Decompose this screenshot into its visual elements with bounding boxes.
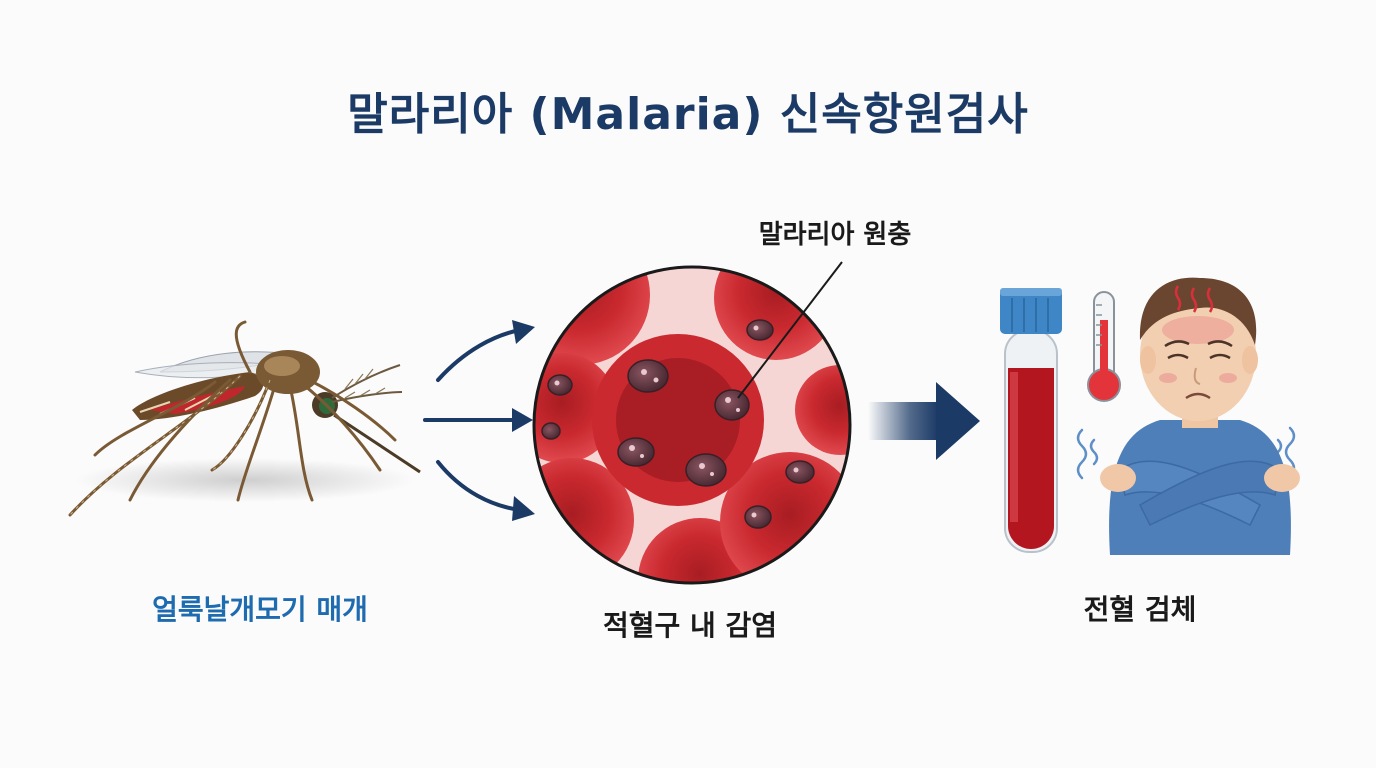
arrow-icon [868, 382, 980, 460]
parasite-label: 말라리아 원충 [758, 220, 912, 250]
thermometer-icon [1087, 291, 1121, 402]
mosquito-label: 얼룩날개모기 매개 [152, 593, 368, 626]
mosquito-icon [68, 320, 421, 517]
arrow-icon [423, 328, 522, 512]
arrowheads [512, 320, 535, 521]
specimen-label: 전혈 검체 [1083, 593, 1197, 626]
page-title: 말라리아 (Malaria) 신속항원검사 [347, 89, 1029, 140]
infection-label: 적혈구 내 감염 [602, 609, 778, 642]
red-blood-cell-icon [532, 261, 852, 585]
sick-person-icon [1076, 277, 1300, 555]
blood-tube-icon [1000, 288, 1062, 553]
